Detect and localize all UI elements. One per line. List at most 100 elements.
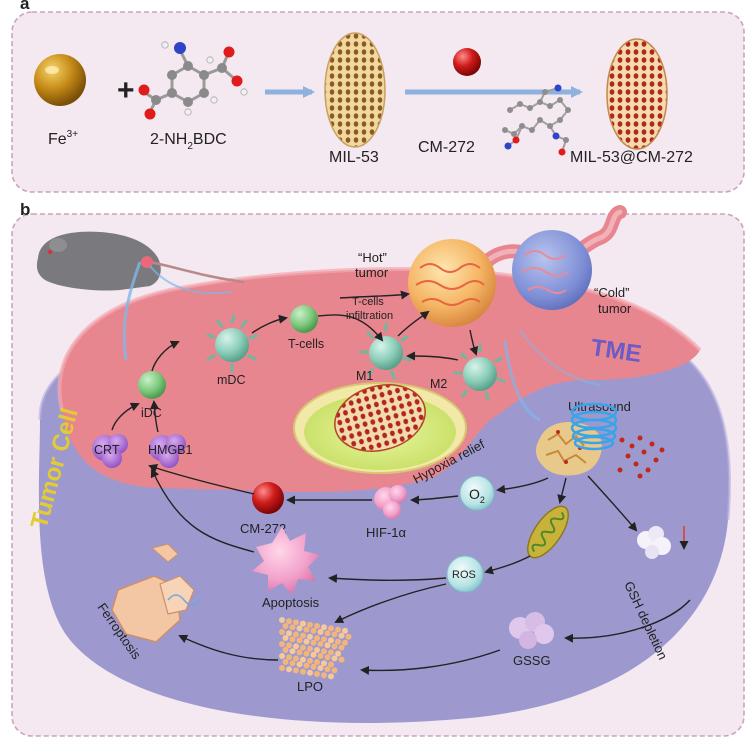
fe-label: Fe3+ (48, 129, 78, 148)
gsh-molecule (637, 526, 671, 559)
mdc-label: mDC (217, 373, 245, 387)
cm272-label-b: CM-272 (240, 521, 286, 536)
m1-label: M1 (356, 369, 373, 383)
lpo-bead (307, 645, 313, 652)
mil53-cage (324, 32, 386, 148)
lpo-bead (296, 661, 303, 668)
lpo-bead (279, 617, 285, 623)
lpo-bead (307, 621, 313, 628)
panel-b-letter: b (20, 200, 30, 219)
mouse-illustration (36, 231, 245, 361)
lpo-bead (342, 639, 348, 646)
lpo-bead (331, 643, 338, 650)
lpo-bead (317, 665, 324, 671)
hot-tumor (408, 239, 496, 327)
cm272-sphere (453, 48, 481, 76)
lpo-bead (282, 659, 289, 665)
lpo-bead (310, 651, 317, 658)
mil53-label: MIL-53 (329, 149, 379, 166)
lpo-bead (317, 653, 324, 659)
mitochondrion (527, 505, 569, 559)
apoptosis-cell (252, 527, 320, 595)
lpo-bead (296, 625, 303, 632)
lpo-bead (324, 666, 331, 673)
lpo-bead (296, 637, 303, 644)
lpo-bead (286, 654, 292, 661)
lpo-bead (289, 648, 296, 655)
linker-atoms (138, 41, 248, 120)
lpo-bead (307, 669, 313, 676)
tcell-cell (290, 305, 318, 333)
lpo-bead (345, 633, 352, 640)
lpo-bead (279, 641, 285, 647)
lpo-bead (338, 656, 345, 663)
lpo-bead (289, 624, 296, 631)
lpo-bead (328, 661, 334, 668)
lpo-bead (338, 644, 345, 651)
lpo-bead (303, 626, 310, 633)
lpo-bead (286, 630, 292, 637)
lpo-bead (328, 625, 334, 632)
gssg-molecule (509, 612, 554, 649)
idc-label: iDC (141, 406, 162, 420)
lpo-bead (303, 662, 310, 669)
mdc-cell (206, 314, 258, 373)
lpo-bead (293, 667, 299, 674)
m1-cell (359, 322, 412, 380)
hot-tumor-label-1: “Hot” (358, 250, 387, 265)
tme-rim (57, 267, 702, 411)
cm272-molecule (502, 84, 571, 156)
fe-highlight (45, 66, 59, 74)
tcell-infiltration-label-2: infiltration (346, 310, 393, 322)
lpo-bead (289, 636, 296, 643)
m2-cell (453, 343, 506, 401)
lpo-bead (335, 626, 341, 633)
o2-label: O2 (469, 486, 485, 505)
lpo-bead (286, 642, 292, 649)
lpo-bead (317, 641, 324, 647)
lpo-bead (307, 657, 313, 664)
lpo-bead (338, 632, 345, 639)
ultrasound-stroke-1 (503, 339, 541, 422)
fe-ion-sphere (34, 54, 86, 106)
panel-a-letter: a (20, 0, 30, 13)
tcells-label: T-cells (288, 337, 324, 351)
lpo-bead (335, 650, 341, 657)
lpo-bead (279, 653, 285, 659)
ultrasound-stroke-2 (519, 329, 601, 386)
lpo-bead (314, 671, 320, 677)
lpo-bead (321, 672, 327, 679)
lpo-bead (286, 618, 292, 625)
hif1a-protein (374, 485, 407, 519)
lpo-bead (293, 619, 299, 626)
lpo-bead (300, 632, 306, 639)
hmgb1-label: HMGB1 (148, 443, 193, 457)
lpo-bead (310, 639, 317, 646)
lpo-bead (331, 655, 338, 662)
hot-tumor-label-2: tumor (355, 265, 389, 280)
ros-bubble (446, 555, 484, 593)
lpo-bead (279, 665, 285, 671)
lpo-bead (300, 668, 306, 675)
lpo-label: LPO (297, 679, 323, 694)
tme-arrows (151, 290, 479, 372)
ferroptosis-debris (111, 543, 201, 643)
crt-to-idc-arrow (111, 402, 140, 431)
lpo-bead (282, 623, 289, 629)
lpo-bead (282, 635, 289, 641)
crt-label: CRT (94, 443, 120, 457)
lpo-bead (331, 631, 338, 638)
lpo-bead (314, 659, 320, 665)
ultrasound-coil-icon (570, 402, 618, 451)
lpo-bead (303, 650, 310, 657)
lpo-bead (293, 643, 299, 650)
lpo-bead (331, 667, 338, 674)
tme-cells (138, 305, 506, 401)
lpo-bead (324, 642, 331, 649)
ros-label: ROS (452, 569, 476, 581)
lpo-bead (296, 649, 303, 656)
tumor-cell-arrows (148, 463, 691, 675)
lpo-bead (314, 635, 320, 641)
